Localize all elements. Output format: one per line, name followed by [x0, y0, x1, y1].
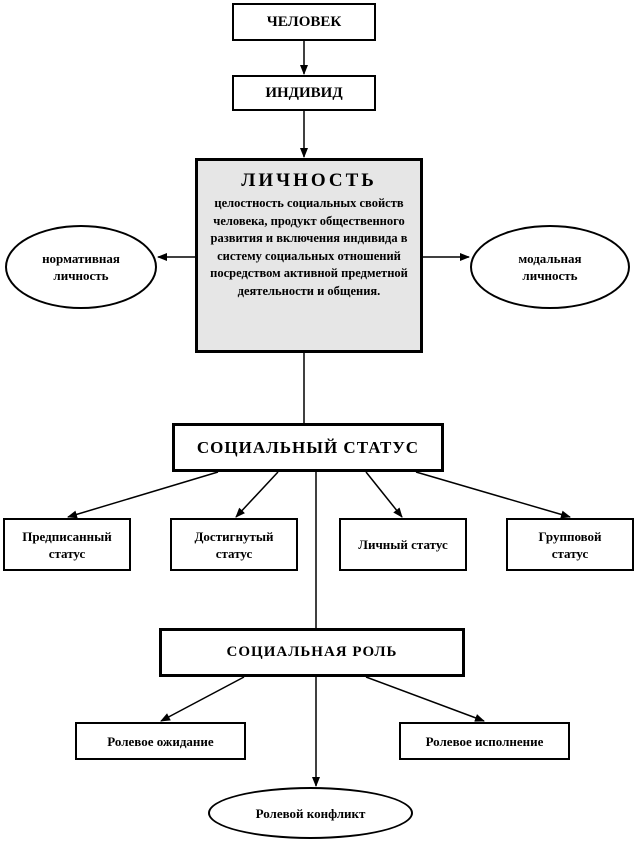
node-socialnaya-rol-label: СОЦИАЛЬНАЯ РОЛЬ — [226, 644, 398, 660]
node-gruppovoy-label: Групповой статус — [538, 528, 602, 561]
node-normativnaya-label: нормативная личность — [42, 251, 120, 283]
node-chelovek: ЧЕЛОВЕК — [232, 3, 376, 41]
node-normativnaya-lichnost: нормативная личность — [5, 225, 157, 309]
node-dostignuty-status: Достигнутый статус — [170, 518, 298, 571]
node-modalnaya-lichnost: модальная личность — [470, 225, 630, 309]
node-gruppovoy-status: Групповой статус — [506, 518, 634, 571]
node-chelovek-label: ЧЕЛОВЕК — [266, 13, 342, 30]
node-socialny-status-label: СОЦИАЛЬНЫЙ СТАТУС — [196, 437, 420, 457]
node-lichny-label: Личный статус — [358, 537, 448, 552]
node-individ: ИНДИВИД — [232, 75, 376, 111]
node-rolevoe-ozhidanie: Ролевое ожидание — [75, 722, 246, 760]
node-rolevoe-ozhidanie-label: Ролевое ожидание — [107, 733, 214, 749]
node-individ-label: ИНДИВИД — [265, 84, 343, 101]
node-rolevoe-ispolnenie: Ролевое исполнение — [399, 722, 570, 760]
arrow-status-lichny — [365, 471, 403, 518]
node-predpisanny-label: Предписанный статус — [22, 528, 112, 561]
arrow-rol-ispolnenie — [365, 676, 485, 722]
node-rolevoe-ispolnenie-label: Ролевое исполнение — [425, 733, 544, 749]
node-lichnost-description: целостность социальных свойств человека,… — [210, 196, 408, 298]
node-rolevoy-konflikt: Ролевой конфликт — [208, 787, 413, 839]
node-socialny-status: СОЦИАЛЬНЫЙ СТАТУС — [172, 423, 444, 472]
arrow-status-dostignuty — [235, 471, 279, 518]
node-predpisanny-status: Предписанный статус — [3, 518, 131, 571]
arrow-status-gruppovoy — [415, 471, 571, 519]
node-dostignuty-label: Достигнутый статус — [194, 528, 274, 561]
node-lichny-status: Личный статус — [339, 518, 467, 571]
arrow-rol-ozhidanie — [160, 676, 245, 722]
node-lichnost-title: ЛИЧНОСТЬ — [241, 170, 377, 191]
node-socialnaya-rol: СОЦИАЛЬНАЯ РОЛЬ — [159, 628, 465, 677]
node-modalnaya-label: модальная личность — [518, 251, 582, 283]
node-lichnost: ЛИЧНОСТЬ целостность социальных свойств … — [195, 158, 423, 353]
node-rolevoy-konflikt-label: Ролевой конфликт — [255, 805, 366, 821]
arrow-status-predpisanny — [67, 471, 219, 519]
